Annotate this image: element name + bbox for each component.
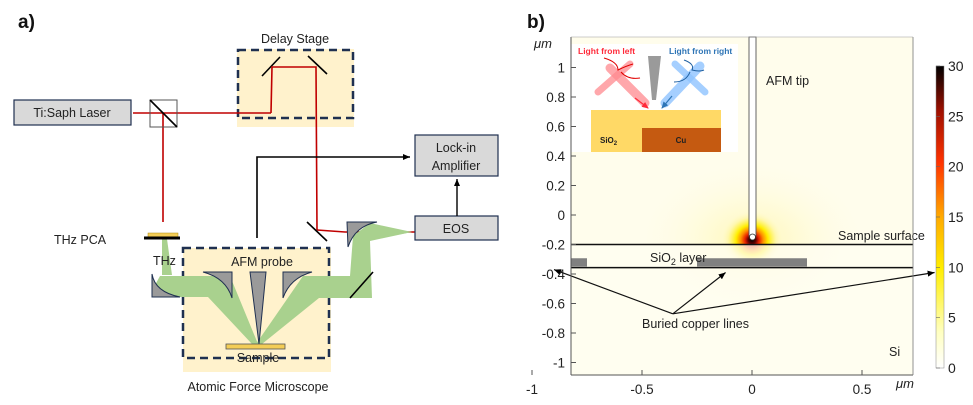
laser-beam-paths xyxy=(133,66,415,233)
y-tick-label: 0.6 xyxy=(546,120,565,135)
y-tick-label: -0.8 xyxy=(542,326,565,341)
ti-saph-laser-box xyxy=(13,99,132,126)
buried-copper-label: Buried copper lines xyxy=(642,317,749,331)
parabolic-mirror-source xyxy=(151,273,181,298)
parabolic-mirror-eos xyxy=(346,221,378,248)
y-tick-label: 0.8 xyxy=(546,90,565,105)
y-tick-label: -1 xyxy=(553,356,565,371)
substrate-region xyxy=(571,245,913,375)
x-axis-unit-label: μm xyxy=(895,376,914,391)
beam-splitter xyxy=(149,99,178,128)
sample-surface-label: Sample surface xyxy=(838,229,925,243)
beam-splitter-diagonal xyxy=(149,99,178,128)
inset-left-waveform xyxy=(603,57,641,79)
inset-sio2-label: SiO2 xyxy=(600,136,618,147)
x-tick-label: -0.5 xyxy=(630,382,653,397)
copper-line xyxy=(697,258,807,267)
inset-cu-layer xyxy=(642,128,721,152)
lockin-amplifier-box xyxy=(414,134,499,177)
y-tick-label: 0.4 xyxy=(546,149,565,164)
inset-right-pulse xyxy=(671,60,709,96)
y-tick-label: -0.2 xyxy=(542,238,565,253)
laser-beam-delay xyxy=(270,66,318,231)
x-tick-label: 0.5 xyxy=(853,382,872,397)
colorbar-ticks: 0 5 10 15 20 25 30 xyxy=(936,58,964,376)
thz-beam-focus xyxy=(353,223,412,240)
inset-tip-icon xyxy=(648,56,661,100)
thz-label: THz xyxy=(153,254,176,268)
sample xyxy=(225,343,286,350)
thz-beam-reflected xyxy=(256,229,412,344)
sample-structure xyxy=(553,243,935,315)
afm-caption: Atomic Force Microscope xyxy=(187,380,328,394)
thz-pca-antenna xyxy=(147,232,179,238)
afm-probe-tip xyxy=(249,271,267,345)
copper-line-arrow xyxy=(672,272,726,315)
x-tick-label: -1 xyxy=(526,382,538,397)
inset-light-right-label: Light from right xyxy=(669,46,732,56)
delay-mirror-left xyxy=(261,56,281,77)
eos-box xyxy=(414,215,499,241)
panel-b-label: b) xyxy=(527,12,545,33)
delay-stage-background xyxy=(237,49,354,127)
si-label: Si xyxy=(889,345,900,359)
panel-b: b) SiO2 Cu Light from left xyxy=(526,12,964,397)
y-tick-label: 0 xyxy=(557,208,565,223)
afm-tip-shaft xyxy=(748,36,757,237)
colorbar-tick-label: 0 xyxy=(948,360,956,376)
panel-a-label: a) xyxy=(18,12,35,33)
eos-label: EOS xyxy=(443,222,469,236)
y-tick-label: -0.6 xyxy=(542,297,565,312)
afm-tip-label: AFM tip xyxy=(766,74,809,88)
delay-stage-label: Delay Stage xyxy=(261,32,329,46)
sio2-layer-label: SiO2 layer xyxy=(650,251,706,267)
delay-mirror-right xyxy=(307,55,328,75)
thz-pca-label: THz PCA xyxy=(54,233,107,247)
colorbar-tick-label: 25 xyxy=(948,108,964,124)
colorbar-tick-label: 10 xyxy=(948,259,964,275)
copper-line xyxy=(571,258,587,267)
colorbar-tick-label: 30 xyxy=(948,58,964,74)
panel-a: a) Delay Stage Ti:Saph Laser Lock-in Amp… xyxy=(13,12,499,394)
axes: 1 0.8 0.6 0.4 0.2 0 -0.2 -0.4 -0.6 -0.8 -1 -1 -0.5 0 0… xyxy=(526,36,914,397)
inset-cu-label: Cu xyxy=(676,136,687,145)
parabolic-mirror-afm-right xyxy=(282,271,313,299)
inset-left-pulse xyxy=(594,60,634,96)
lockin-label-line1: Lock-in xyxy=(436,141,476,155)
colorbar-tick-label: 5 xyxy=(948,310,956,326)
inset-left-arrow xyxy=(634,97,649,109)
inset-right-arrow xyxy=(661,95,673,109)
delay-stage-frame xyxy=(236,48,355,120)
signal-line-to-lockin xyxy=(256,154,410,238)
inset-right-waveform xyxy=(673,59,705,83)
sample-label: Sample xyxy=(237,351,279,365)
flat-mirror-eos xyxy=(349,271,374,299)
ti-saph-laser-label: Ti:Saph Laser xyxy=(33,106,110,120)
y-axis-unit-label: μm xyxy=(533,36,552,51)
inset-light-left-label: Light from left xyxy=(578,46,635,56)
probe-mirror xyxy=(306,221,328,242)
lockin-label-line2: Amplifier xyxy=(432,159,481,173)
parabolic-mirror-afm-left xyxy=(202,271,233,299)
copper-line-arrow xyxy=(672,270,935,315)
x-tick-label: 0 xyxy=(748,382,756,397)
afm-stage-frame xyxy=(181,246,331,360)
thz-beam-emit xyxy=(162,239,172,275)
copper-line-arrow xyxy=(553,269,674,315)
colorbar-tick-label: 20 xyxy=(948,159,964,175)
inset-illustration: SiO2 Cu Light from left Light from right xyxy=(568,44,738,152)
y-tick-label: 1 xyxy=(557,61,565,76)
y-tick-label: 0.2 xyxy=(546,179,565,194)
afm-tip-apex xyxy=(749,233,756,241)
afm-probe-label: AFM probe xyxy=(231,255,293,269)
y-tick-label: -0.4 xyxy=(542,267,566,282)
colorbar-tick-label: 15 xyxy=(948,209,964,225)
